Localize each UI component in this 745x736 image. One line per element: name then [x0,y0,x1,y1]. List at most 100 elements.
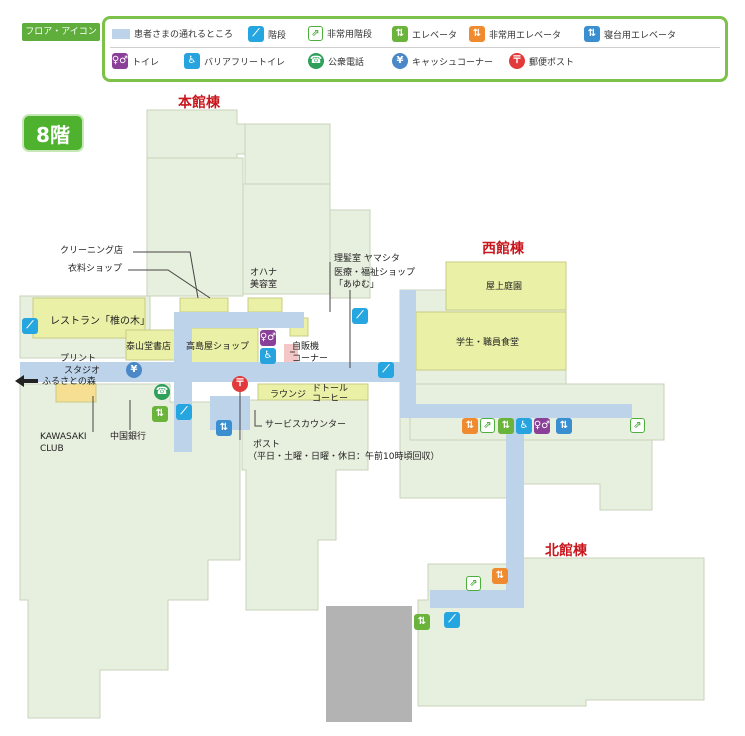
label-cafeteria: 学生・職員食堂 [456,338,520,348]
floor-badge: 8階 [22,114,84,152]
legend-bed-elevator: ⇅ 寝台用エレベータ [584,26,676,42]
legend-barrier-free: ♿ バリアフリートイレ [184,53,285,69]
label-rooftop: 屋上庭園 [486,282,523,292]
west-north-link [506,418,524,608]
clothing-shop [179,297,229,313]
label-kawasaki-1: KAWASAKI [40,432,87,442]
label-takashimaya: 高島屋ショップ [186,342,250,352]
emergency-elevator-icon: ⇅ [462,418,478,434]
stairs-icon: ⟋ [22,318,38,334]
yen-icon: ¥ [392,53,408,69]
elevator-icon: ⇅ [152,406,168,422]
stairs-icon: ⟋ [248,26,264,42]
elevator-icon: ⇅ [414,614,430,630]
barrier-free-toilet-icon: ♿ [184,53,200,69]
legend-phone: ☎ 公衆電話 [308,53,364,69]
legend-emergency-elevator-label: 非常用エレベータ [489,30,562,41]
leader-cleaning [133,251,199,299]
main-center-right-block [242,183,331,295]
stairs-icon: ⟋ [352,308,368,324]
label-furusato: ふるさとの森 [42,377,96,387]
label-print-2: スタジオ [64,366,101,376]
bed-elevator-icon: ⇅ [584,26,600,42]
north-corridor [430,590,524,608]
legend-emergency-stairs-label: 非常用階段 [327,30,373,40]
label-bank: 中国銀行 [110,432,147,442]
west-elevator-corridor [400,404,632,418]
legend-elevator-label: エレベータ [412,30,458,41]
legend-barrier-free-label: バリアフリートイレ [204,57,286,68]
legend-toilet-label: トイレ [132,57,160,68]
label-service-counter: サービスカウンター [265,420,347,430]
label-welfare-2: 「あゆむ」 [334,280,380,290]
north-building [417,557,705,707]
postbox-icon: 〒 [232,376,248,392]
legend-bed-elevator-label: 寝台用エレベータ [604,30,677,41]
label-ohana-2: 美容室 [250,280,278,290]
leader-service [254,410,262,427]
main-upper-right-block [244,123,331,185]
rooftop-garden [445,261,567,311]
passable-swatch [112,28,130,39]
label-doutor-1: ドトール [312,384,349,394]
yen-icon: ¥ [126,362,142,378]
toilet-icon: ♀♂ [260,330,276,346]
leader-clothing [128,269,211,299]
barrier-free-toilet-icon: ♿ [516,418,532,434]
emergency-stairs-icon: ⇗ [466,576,481,591]
postbox-icon: 〒 [509,53,525,69]
elevator-icon: ⇅ [392,26,408,42]
stairs-icon: ⟋ [378,362,394,378]
toilet-icon: ♀♂ [112,53,128,69]
phone-icon: ☎ [308,53,324,69]
legend-elevator: ⇅ エレベータ [392,26,457,42]
legend-passable-label: 患者さまの通れるところ [134,30,234,40]
emergency-stairs-icon: ⇗ [480,418,495,433]
legend-cash: ¥ キャッシュコーナー [392,53,493,69]
legend-post-label: 郵便ポスト [529,57,575,68]
west-building-title: 西館棟 [482,241,524,257]
elevator-icon: ⇅ [498,418,514,434]
toilet-icon: ♀♂ [534,418,550,434]
lounge-area [257,383,369,401]
north-building-title: 北館棟 [545,543,587,559]
label-lounge: ラウンジ [270,390,307,400]
label-post-hours: （平日・土曜・日曜・休日：午前10時頃回収） [248,452,440,462]
arrow-left-icon [15,375,24,387]
legend-emergency-elevator: ⇅ 非常用エレベータ [469,26,561,42]
emergency-stairs-icon: ⇗ [630,418,645,433]
label-restaurant: レストラン「椎の木」 [50,316,150,327]
label-clothing: 衣料ショップ [68,264,123,274]
legend-cash-label: キャッシュコーナー [412,57,494,68]
main-lower-west [19,383,241,719]
west-vertical-corridor [400,290,416,406]
kawasaki-club [55,383,97,403]
label-cleaning: クリーニング店 [60,246,124,256]
shop-corridor [174,312,304,328]
label-vending-2: コーナー [292,354,329,364]
vending-corner [284,344,298,364]
legend-stairs-label: 階段 [268,30,287,41]
legend-toilet: ♀♂ トイレ [112,53,159,69]
label-post: ポスト [253,440,281,450]
legend-passable: 患者さまの通れるところ [112,27,233,40]
barrier-free-toilet-icon: ♿ [260,348,276,364]
legend-divider [110,47,720,48]
label-kawasaki-2: CLUB [40,444,64,454]
emergency-elevator-icon: ⇅ [469,26,485,42]
main-building-title: 本館棟 [178,95,220,111]
label-barber: 理髪室 ヤマシタ [334,254,400,264]
main-lower-center [241,399,369,611]
main-central-block [146,157,244,297]
label-doutor-2: コーヒー [312,394,349,404]
emergency-elevator-icon: ⇅ [492,568,508,584]
legend-panel [102,16,728,82]
emergency-stairs-icon: ⇗ [308,26,323,41]
bed-elevator-icon: ⇅ [216,420,232,436]
stairs-icon: ⟋ [444,612,460,628]
gray-block [326,606,412,722]
stairs-icon: ⟋ [176,404,192,420]
legend-stairs: ⟋ 階段 [248,26,286,42]
label-ohana-1: オハナ [250,268,278,278]
